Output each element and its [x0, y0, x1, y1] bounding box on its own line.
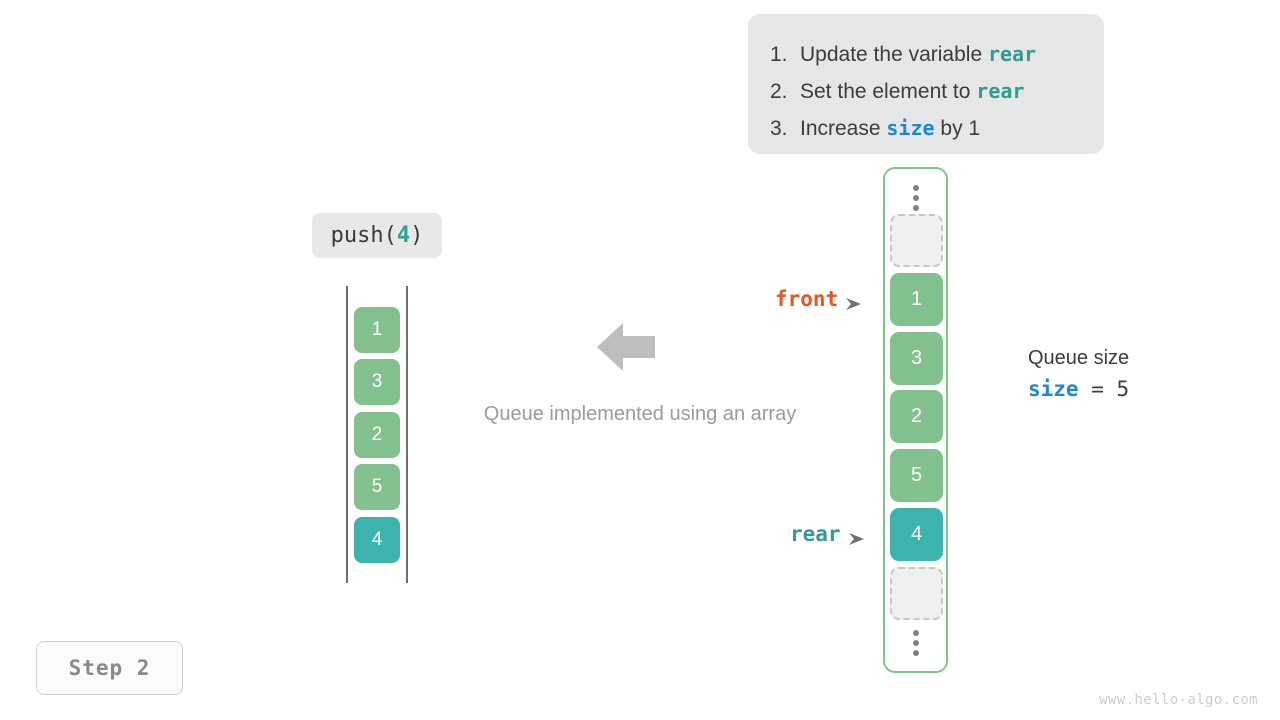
queue-size-expression: size = 5	[1028, 377, 1228, 401]
pointer-rear-label: rear	[790, 522, 841, 546]
instruction-text: Update the variable rear	[800, 36, 1036, 73]
keyword-rear: rear	[987, 42, 1037, 66]
vertical-ellipsis-bottom-icon	[885, 630, 946, 656]
left-cell-value: 5	[371, 476, 383, 497]
pointer-front-label: front	[775, 287, 839, 311]
instruction-number: 3.	[770, 117, 788, 140]
right-cell-3: 2	[890, 390, 943, 443]
queue-size-title: Queue size	[1028, 347, 1130, 369]
operation-label: push(4)	[312, 213, 442, 258]
instruction-text-pre: Update the variable	[800, 43, 988, 66]
instruction-text-pre: Increase	[800, 117, 887, 140]
arrow-head-icon	[848, 527, 865, 545]
queue-size-readout: Queue size size = 5	[1028, 343, 1228, 401]
operation-close-paren: )	[410, 223, 424, 248]
right-cell-4: 5	[890, 449, 943, 502]
size-variable-name: size	[1028, 377, 1079, 401]
left-cell-1: 3	[354, 359, 400, 405]
right-cell-value: 4	[910, 523, 923, 545]
instruction-text-pre: Set the element to	[800, 80, 977, 103]
left-cell-4: 4	[354, 517, 400, 563]
right-cell-1: 1	[890, 273, 943, 326]
left-cell-2: 2	[354, 412, 400, 458]
right-cell-5-new: 4	[890, 508, 943, 561]
operation-name: push	[330, 223, 384, 248]
vertical-ellipsis-top-icon	[885, 185, 946, 211]
operation-argument: 4	[396, 223, 411, 248]
right-cell-value: 5	[910, 464, 923, 486]
operation-open-paren: (	[383, 223, 397, 248]
array-rail-left	[346, 286, 348, 583]
instruction-text: Increase size by 1	[800, 110, 980, 147]
right-cell-2: 3	[890, 332, 943, 385]
left-cell-value: 3	[371, 371, 383, 392]
instruction-item-1: 1. Update the variable rear	[770, 36, 1086, 73]
instruction-callout: 1. Update the variable rear 2. Set the e…	[748, 14, 1104, 154]
watermark: www.hello-algo.com	[1099, 692, 1258, 708]
instruction-item-2: 2. Set the element to rear	[770, 73, 1086, 110]
left-cell-value: 1	[371, 319, 383, 340]
instruction-number: 2.	[770, 80, 788, 103]
left-cell-value: 4	[371, 529, 383, 550]
right-array-container: 1 3 2 5 4	[883, 167, 948, 673]
instruction-text-post: by 1	[934, 117, 981, 140]
array-rail-right	[406, 286, 408, 583]
diagram-caption: Queue implemented using an array	[483, 403, 797, 425]
pointer-rear: rear	[790, 522, 865, 546]
instruction-text: Set the element to rear	[800, 73, 1024, 110]
right-cell-value: 2	[910, 405, 923, 427]
left-cell-value: 2	[371, 424, 383, 445]
keyword-size: size	[886, 116, 935, 140]
left-cell-3: 5	[354, 464, 400, 510]
right-cell-value: 1	[910, 288, 923, 310]
left-cell-0: 1	[354, 307, 400, 353]
keyword-rear: rear	[976, 79, 1025, 103]
step-badge: Step 2	[36, 641, 183, 695]
instruction-item-3: 3. Increase size by 1	[770, 110, 1086, 147]
left-arrow-icon	[597, 322, 655, 372]
size-operator: =	[1091, 377, 1104, 401]
right-cell-value: 3	[910, 347, 923, 369]
instruction-number: 1.	[770, 43, 788, 66]
pointer-front: front	[775, 287, 862, 311]
right-cell-0-empty	[890, 214, 943, 267]
size-value: 5	[1116, 377, 1130, 401]
left-queue-array: 1 3 2 5 4	[340, 286, 414, 583]
arrow-head-icon	[846, 292, 862, 310]
right-cell-6-empty	[890, 567, 943, 620]
